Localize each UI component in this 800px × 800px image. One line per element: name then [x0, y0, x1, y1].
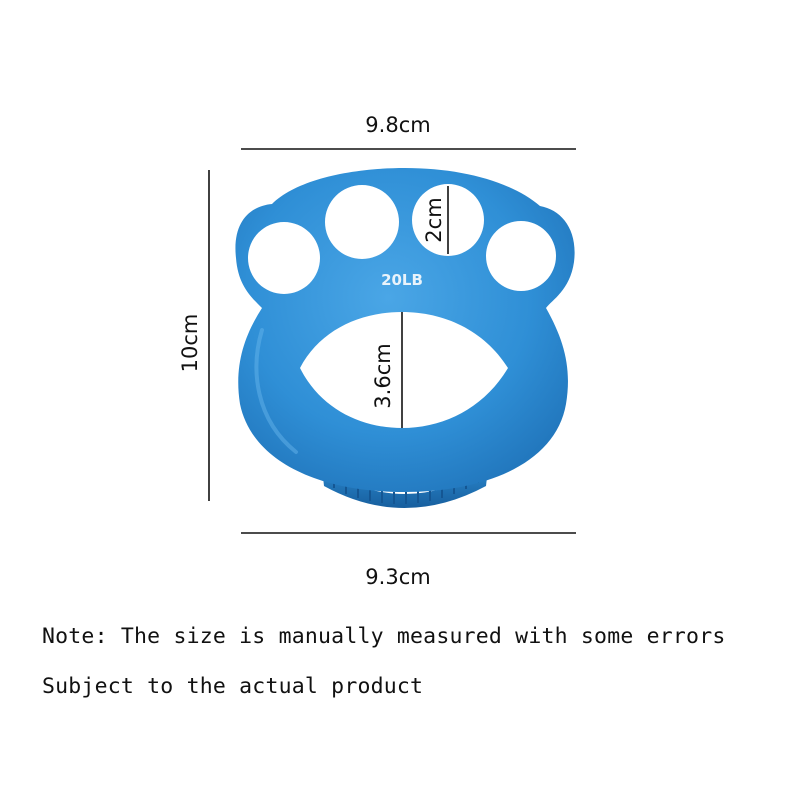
measurement-note-line-1: Note: The size is manually measured with… [42, 624, 726, 649]
palm-hole-label: 3.6cm [371, 343, 395, 408]
top-width-label: 9.8cm [365, 113, 430, 137]
grip-highlight [254, 328, 298, 454]
measurement-note-line-2: Subject to the actual product [42, 674, 424, 699]
finger-hole-dimension: 2cm [422, 186, 449, 254]
palm-hole-dimension: 3.6cm [371, 312, 403, 428]
resistance-label: 20LB [381, 271, 423, 289]
bottom-width-label: 9.3cm [365, 565, 430, 589]
bottom-width-dimension: 9.3cm [241, 532, 576, 589]
hand-grip-product: 20LB [235, 168, 575, 508]
height-label: 10cm [178, 314, 202, 373]
finger-hole-label: 2cm [422, 197, 446, 242]
grip-body [235, 168, 575, 492]
top-width-dimension: 9.8cm [241, 113, 576, 150]
height-dimension: 10cm [178, 170, 210, 501]
grip-ridge [322, 468, 488, 508]
